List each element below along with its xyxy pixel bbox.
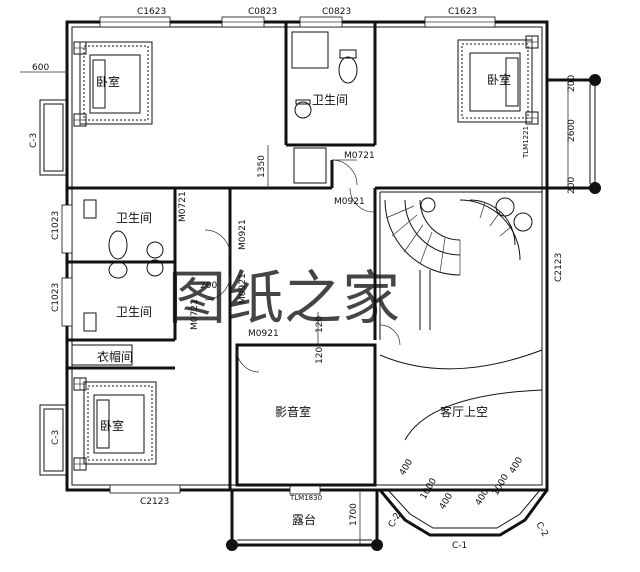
top-windows	[99, 16, 496, 28]
nightstands-sw	[73, 377, 87, 471]
code-tlm1221: TLM1221	[522, 126, 530, 159]
dim-1350: 1350	[257, 155, 267, 178]
bath-mid-fixtures	[83, 199, 164, 332]
dim-2600: 2600	[567, 119, 577, 142]
bottom-bay	[378, 489, 549, 537]
code-c3-bottom: C-3	[51, 430, 61, 445]
code-c2-right: C-2	[533, 521, 549, 539]
dim-200-top: 200	[567, 75, 577, 92]
code-m0721-top: M0721	[344, 151, 375, 161]
code-c1623-right: C1623	[448, 7, 477, 17]
label-bath-mid-upper: 卫生间	[116, 211, 152, 225]
label-bedroom-ne: 卧室	[487, 72, 511, 87]
terrace	[226, 485, 383, 551]
code-m0721-upper: M0721	[178, 191, 188, 222]
label-terrace: 露台	[292, 512, 316, 527]
dim-400-a: 400	[398, 457, 415, 477]
interior-walls	[67, 22, 547, 490]
dim-400-d: 400	[508, 455, 525, 475]
code-c0823-b: C0823	[322, 7, 351, 17]
bed-nw	[79, 41, 153, 125]
exterior-walls	[65, 20, 549, 492]
watermark: 图纸之家	[168, 264, 400, 332]
dim-400-b: 400	[438, 491, 455, 511]
label-bedroom-sw: 卧室	[100, 418, 124, 433]
bath-top-fixtures	[291, 31, 358, 119]
dim-120-a: 120	[315, 316, 325, 333]
code-c1023-lower: C1023	[51, 283, 61, 312]
label-bedroom-nw: 卧室	[96, 74, 120, 89]
code-m0921-a: M0921	[334, 197, 365, 207]
code-c2123-right: C2123	[554, 253, 564, 282]
dim-200-mid: 200	[200, 281, 217, 291]
dimension-lines	[20, 71, 569, 545]
dim-120-b: 120	[315, 347, 325, 364]
label-living-void: 客厅上空	[440, 404, 488, 419]
nightstands-ne	[525, 35, 539, 125]
label-av-room: 影音室	[275, 404, 311, 419]
left-bay-windows	[39, 99, 73, 476]
bed-sw	[83, 381, 157, 465]
code-c1623-left: C1623	[137, 7, 166, 17]
code-c1023-upper: C1023	[51, 211, 61, 240]
spiral-stair	[379, 197, 543, 441]
bottom-window	[109, 484, 181, 494]
label-bath-top: 卫生间	[312, 93, 348, 107]
code-tlm1830: TLM1830	[289, 494, 322, 502]
room-labels: 卧室 卧室 卧室 卫生间 卫生间 卫生间 衣帽间 影音室 客厅上空 露台	[96, 72, 511, 527]
nightstands-nw	[73, 41, 87, 127]
code-m0721-lower: M0721	[190, 299, 200, 330]
opening-codes: C1623 C0823 C0823 C1623 C-3 C-3 C1023 C1…	[29, 7, 564, 551]
code-m0921-d: M0921	[248, 329, 279, 339]
code-c2123-bottom: C2123	[140, 497, 169, 507]
code-c1: C-1	[452, 541, 467, 551]
code-m0921-b: M0921	[238, 219, 248, 250]
bed-ne	[457, 39, 533, 123]
dim-1700: 1700	[349, 503, 359, 526]
label-bath-mid-lower: 卫生间	[116, 305, 152, 319]
code-m0921-c: M0921	[238, 273, 248, 304]
label-closet: 衣帽间	[97, 349, 133, 364]
right-balcony	[547, 74, 601, 194]
dim-600: 600	[32, 63, 49, 73]
code-c3-top: C-3	[29, 133, 39, 148]
dim-200-bottom: 200	[567, 177, 577, 194]
door-swings	[204, 159, 401, 373]
code-c0823-a: C0823	[248, 7, 277, 17]
